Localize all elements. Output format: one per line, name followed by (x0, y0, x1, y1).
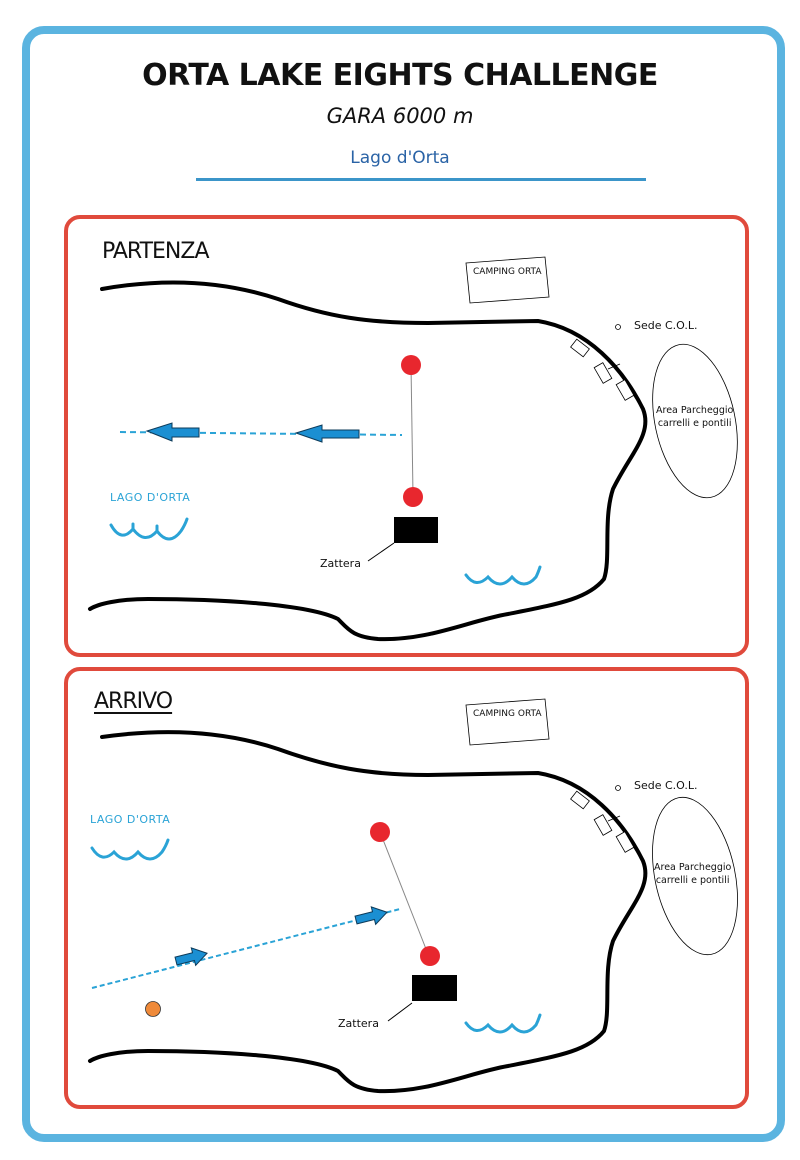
parking-label-line1: Area Parcheggio (654, 862, 732, 873)
lake-label: LAGO D'ORTA (90, 813, 171, 826)
headquarters-label: Sede C.O.L. (634, 319, 698, 332)
start-map-panel: PARTENZA CAMPING ORTA Sede C.O.L. Area P… (64, 215, 749, 657)
parking-label: Area Parcheggio carrelli e pontili (654, 861, 731, 887)
raft-label: Zattera (320, 557, 361, 570)
course-arrow-2 (354, 906, 388, 926)
location-name: Lago d'Orta (350, 148, 450, 168)
raft-pointer (367, 542, 395, 562)
course-line (91, 908, 401, 989)
start-line-rope (410, 364, 414, 496)
raft-pointer (387, 1002, 413, 1022)
parking-label-line2: carrelli e pontili (657, 418, 732, 429)
panel-title-start: PARTENZA (102, 239, 210, 264)
headquarters-label: Sede C.O.L. (634, 779, 698, 792)
parking-label-line2: carrelli e pontili (655, 875, 730, 886)
shoreline-north (88, 730, 648, 1094)
poster-title: ORTA LAKE EIGHTS CHALLENGE (142, 58, 658, 93)
parking-label-line1: Area Parcheggio (656, 405, 734, 416)
raft-label: Zattera (338, 1017, 379, 1030)
buoy-south (420, 946, 440, 966)
finish-line-rope (379, 831, 429, 955)
poster-frame (22, 26, 785, 1142)
pontoons (570, 338, 635, 401)
wave-icon-west (109, 517, 189, 541)
parking-area (652, 796, 738, 956)
camping-building (465, 698, 550, 746)
course-arrow-2 (294, 424, 360, 443)
finish-map (88, 698, 738, 1094)
course-arrow-1 (145, 422, 200, 442)
parking-area (652, 343, 738, 499)
start-marker-buoy (145, 1001, 161, 1017)
headquarters-marker (615, 324, 621, 330)
course-arrow-1 (174, 947, 208, 967)
shoreline-north (88, 280, 648, 642)
camping-label: CAMPING ORTA (473, 709, 542, 719)
parking-label: Area Parcheggio carrelli e pontili (656, 404, 733, 430)
camping-label: CAMPING ORTA (473, 267, 542, 277)
pontoons (570, 790, 635, 853)
buoy-south (403, 487, 423, 507)
wave-icon-east (464, 565, 542, 586)
start-map (88, 256, 738, 642)
buoy-north (401, 355, 421, 375)
lake-label: LAGO D'ORTA (110, 491, 191, 504)
wave-icon-east (464, 1013, 542, 1034)
finish-map-panel: ARRIVO CAMPING ORTA Sede C.O.L. Area Par… (64, 667, 749, 1109)
title-divider (196, 178, 646, 181)
headquarters-marker (615, 785, 621, 791)
panel-title-finish: ARRIVO (94, 689, 173, 714)
wave-icon-west (90, 838, 170, 861)
buoy-north (370, 822, 390, 842)
raft (394, 517, 438, 543)
raft (412, 975, 457, 1001)
race-distance: GARA 6000 m (326, 104, 474, 128)
camping-building (465, 256, 550, 304)
